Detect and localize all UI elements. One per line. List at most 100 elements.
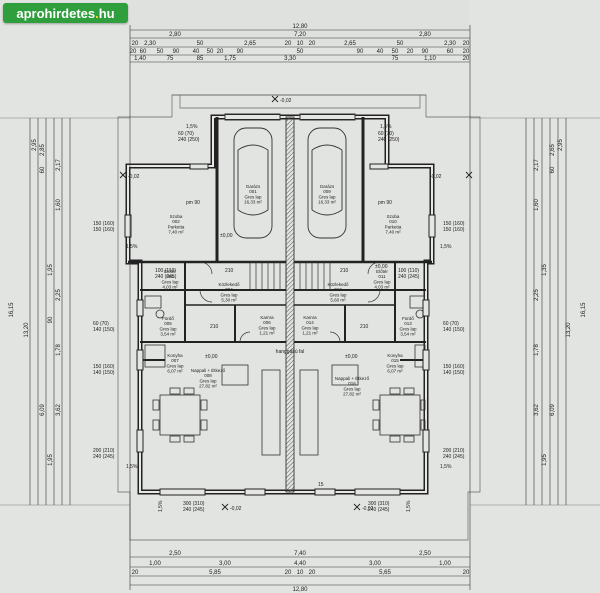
- dim-top-5: 75: [392, 56, 399, 62]
- party-wall-label: hanggátlú fal: [276, 349, 305, 355]
- dim-left: 2,95: [32, 139, 38, 151]
- slope-label: 1,5%: [126, 464, 138, 470]
- dim-bottom-3: 20: [285, 570, 292, 576]
- dim-top-4: 50: [392, 49, 399, 55]
- misc-label: 210: [210, 324, 219, 330]
- misc-label: 15: [318, 482, 324, 488]
- dim-top-4: 20: [130, 49, 137, 55]
- window-spec-w6: 200 (210)240 (245): [443, 448, 465, 460]
- dim-left: 2,85: [40, 144, 46, 156]
- dim-right: 3,62: [534, 404, 540, 416]
- dim-top-4: 20: [407, 49, 414, 55]
- dim-right: 2,65: [550, 144, 556, 156]
- window-spec-w3: 100 (110)240 (245): [155, 268, 177, 280]
- level-label: -0,02: [430, 174, 442, 180]
- dim-bottom-2: 4,40: [294, 561, 306, 567]
- misc-label: pm 90: [378, 200, 392, 206]
- dim-top-3: 20: [132, 41, 139, 47]
- dim-top-2-2: 7,20: [294, 32, 306, 38]
- window-spec-w4: 60 (70)140 (150): [443, 321, 465, 333]
- doors: [199, 261, 381, 343]
- window-spec-w1: 60 (70)240 (250): [378, 131, 400, 143]
- dim-bottom-3: 20: [463, 570, 470, 576]
- dim-top-5: 1,75: [224, 56, 236, 62]
- dim-left: 3,62: [56, 404, 62, 416]
- dim-left: 1,95: [48, 264, 54, 276]
- dim-bottom-3: 5,65: [379, 570, 391, 576]
- dim-top-5: 3,30: [284, 56, 296, 62]
- level-label: -0,02: [362, 506, 374, 512]
- dim-left: 2,17: [56, 159, 62, 171]
- dim-right: 1,60: [534, 199, 540, 211]
- watermark-text: aprohirdetes.hu: [16, 5, 115, 21]
- top-dimensions: 12,80 2,80 7,20 2,80 20 2,30 50 2,65 20 …: [130, 24, 470, 62]
- dim-top-5: 20: [463, 56, 470, 62]
- site-outline: [117, 94, 481, 541]
- dim-top-3: 20: [285, 41, 292, 47]
- dim-left: 60: [40, 166, 46, 173]
- dim-top-4: 20: [217, 49, 224, 55]
- slope-label: 1,5%: [126, 244, 138, 250]
- misc-label: 210: [225, 268, 234, 274]
- dim-top-3: 50: [197, 41, 204, 47]
- dim-bottom-2: 3,00: [369, 561, 381, 567]
- window-spec-w5: 150 (160)140 (150): [443, 364, 465, 376]
- dim-left-13: 13,20: [24, 322, 30, 338]
- dim-right: 2,25: [534, 289, 540, 301]
- dim-left-total: 16,15: [9, 302, 15, 318]
- dim-top-3: 2,30: [444, 41, 456, 47]
- window-spec-labels: 60 (70)240 (250) 60 (70)240 (250) 150 (160…: [93, 131, 465, 513]
- dim-top-3: 50: [397, 41, 404, 47]
- window-spec-w3: 100 (110)240 (245): [398, 268, 420, 280]
- car-right: [307, 127, 347, 239]
- dim-top-2-3: 2,80: [419, 32, 431, 38]
- dim-top-5: 1,40: [134, 56, 146, 62]
- dim-bottom-3: 20: [132, 570, 139, 576]
- dim-bottom-2: 3,00: [219, 561, 231, 567]
- dimension-lines: [0, 25, 600, 590]
- dim-bottom-2: 1,00: [149, 561, 161, 567]
- window-spec-w6: 200 (210)240 (245): [93, 448, 115, 460]
- dim-left: 90: [48, 316, 54, 323]
- windows: [124, 163, 436, 496]
- dim-top-4: 90: [357, 49, 364, 55]
- slope-label: 1,5%: [406, 500, 412, 512]
- dim-left: 2,25: [56, 289, 62, 301]
- dim-left: 1,95: [48, 454, 54, 466]
- dim-bottom-3: 10: [297, 570, 304, 576]
- dim-bottom-total: 12,80: [292, 587, 308, 593]
- level-label: ±0,00: [375, 264, 388, 270]
- dim-top-3: 20: [309, 41, 316, 47]
- dim-right: 60: [550, 166, 556, 173]
- level-label: -0,02: [230, 506, 242, 512]
- dim-bottom-1: 2,50: [169, 551, 181, 557]
- level-markers: ±0,00 -0,02 -0,02 -0,02 -0,02 -0,02 ±0,0…: [126, 98, 452, 512]
- dim-top-4: 40: [377, 49, 384, 55]
- level-label: -0,02: [280, 98, 292, 104]
- misc-label: 210: [340, 268, 349, 274]
- dim-left: 6,09: [40, 404, 46, 416]
- level-label: -0,02: [128, 174, 140, 180]
- dim-top-4: 20: [463, 49, 470, 55]
- window-spec-w7: 300 (310)240 (245): [368, 501, 390, 513]
- dim-top-3: 2,65: [344, 41, 356, 47]
- watermark-logo: aprohirdetes.hu: [3, 3, 128, 23]
- dim-top-4: 40: [193, 49, 200, 55]
- dim-bottom-3: 5,85: [209, 570, 221, 576]
- window-spec-w4: 60 (70)140 (150): [93, 321, 115, 333]
- dim-bottom-2: 1,00: [439, 561, 451, 567]
- slope-label: 1,5%: [440, 464, 452, 470]
- window-spec-w1: 60 (70)240 (250): [178, 131, 200, 143]
- dim-top-4: 90: [422, 49, 429, 55]
- dim-top-3: 10: [297, 41, 304, 47]
